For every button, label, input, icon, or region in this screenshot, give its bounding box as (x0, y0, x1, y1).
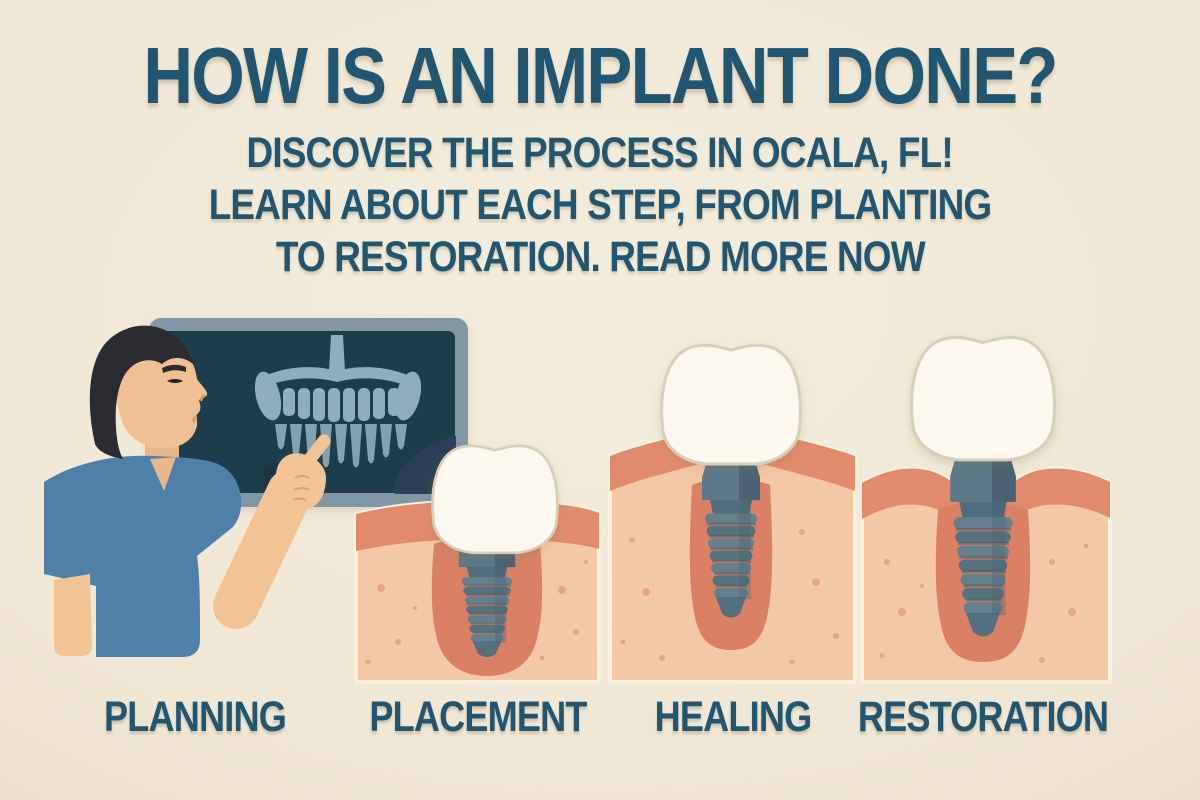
step-label-planning: PLANNING (104, 693, 287, 741)
bone-speckles (879, 543, 1089, 663)
page-title: HOW IS AN IMPLANT DONE? (0, 36, 1200, 116)
panel-healing (608, 343, 857, 684)
dentist-left-arm (54, 574, 92, 656)
dentist-eye (167, 379, 183, 383)
step-label-restoration: RESTORATION (857, 693, 1109, 741)
xray-monitor (149, 318, 468, 507)
step-label-placement: PLACEMENT (369, 693, 587, 741)
subtitle-line-3: TO RESTORATION. READ MORE NOW (275, 233, 926, 281)
dentist-scrub-top (44, 455, 242, 657)
dentist-eyebrow (162, 364, 186, 373)
tooth-crown-placement (431, 444, 559, 555)
subtitle: DISCOVER THE PROCESS IN OCALA, FL! LEARN… (0, 127, 1200, 283)
panel-restoration (860, 335, 1112, 684)
bone-speckles (620, 529, 839, 665)
dentist-forearm (213, 469, 313, 629)
subtitle-line-2: LEARN ABOUT EACH STEP, FROM PLANTING (208, 181, 992, 229)
dentist-figure (44, 325, 331, 657)
pointing-hand (275, 434, 331, 510)
step-label-healing: HEALING (654, 693, 812, 741)
tooth-crown-healing (660, 343, 802, 466)
page-title-text: HOW IS AN IMPLANT DONE? (143, 31, 1058, 120)
subtitle-line-1: DISCOVER THE PROCESS IN OCALA, FL! (246, 129, 954, 177)
dentist-face (115, 337, 208, 449)
implant-socket-placement (431, 535, 543, 676)
bone-speckles (365, 560, 588, 665)
panel-placement (354, 444, 601, 684)
tooth-crown-restoration (910, 335, 1056, 462)
dentist-hair (89, 325, 193, 459)
